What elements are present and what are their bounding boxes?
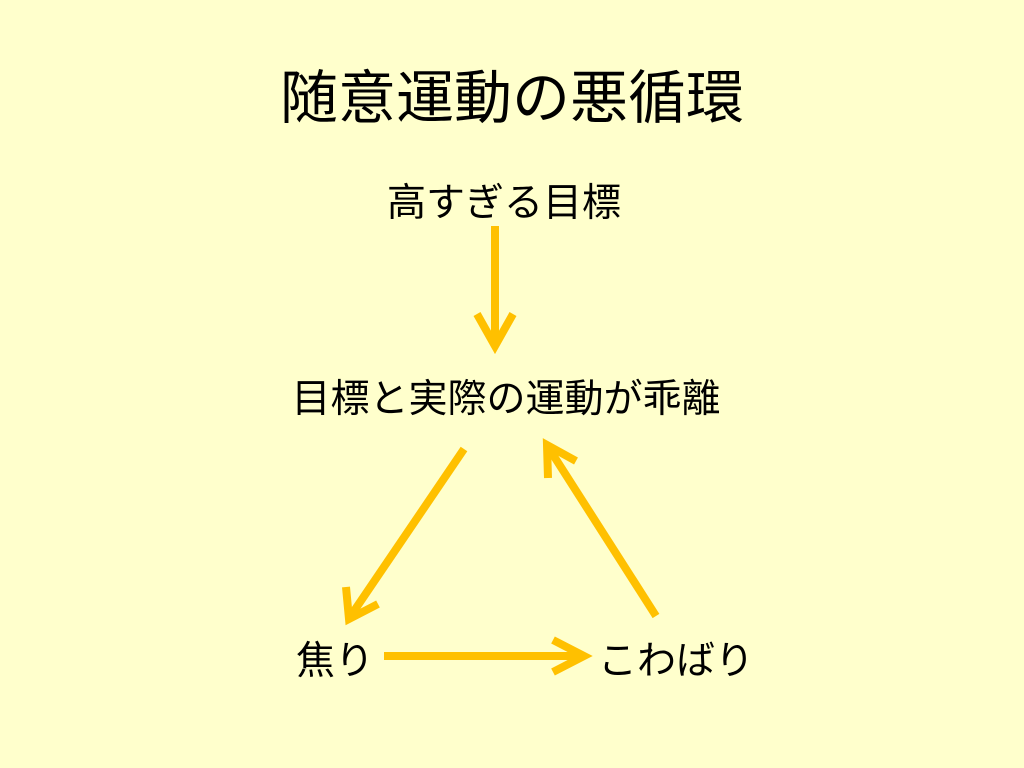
arrow-gap-to-impatience bbox=[342, 446, 468, 626]
node-impatience: 焦り bbox=[296, 639, 375, 684]
node-stiffness: こわばり bbox=[598, 639, 755, 684]
node-goal-movement-gap: 目標と実際の運動が乖離 bbox=[291, 377, 721, 422]
arrow-goal-to-gap bbox=[473, 226, 517, 355]
arrow-impatience-to-stiffness bbox=[384, 636, 593, 676]
node-excessive-goal: 高すぎる目標 bbox=[386, 181, 621, 226]
slide-title: 随意運動の悪循環 bbox=[279, 64, 744, 132]
arrow-stiffness-to-gap bbox=[542, 438, 660, 619]
